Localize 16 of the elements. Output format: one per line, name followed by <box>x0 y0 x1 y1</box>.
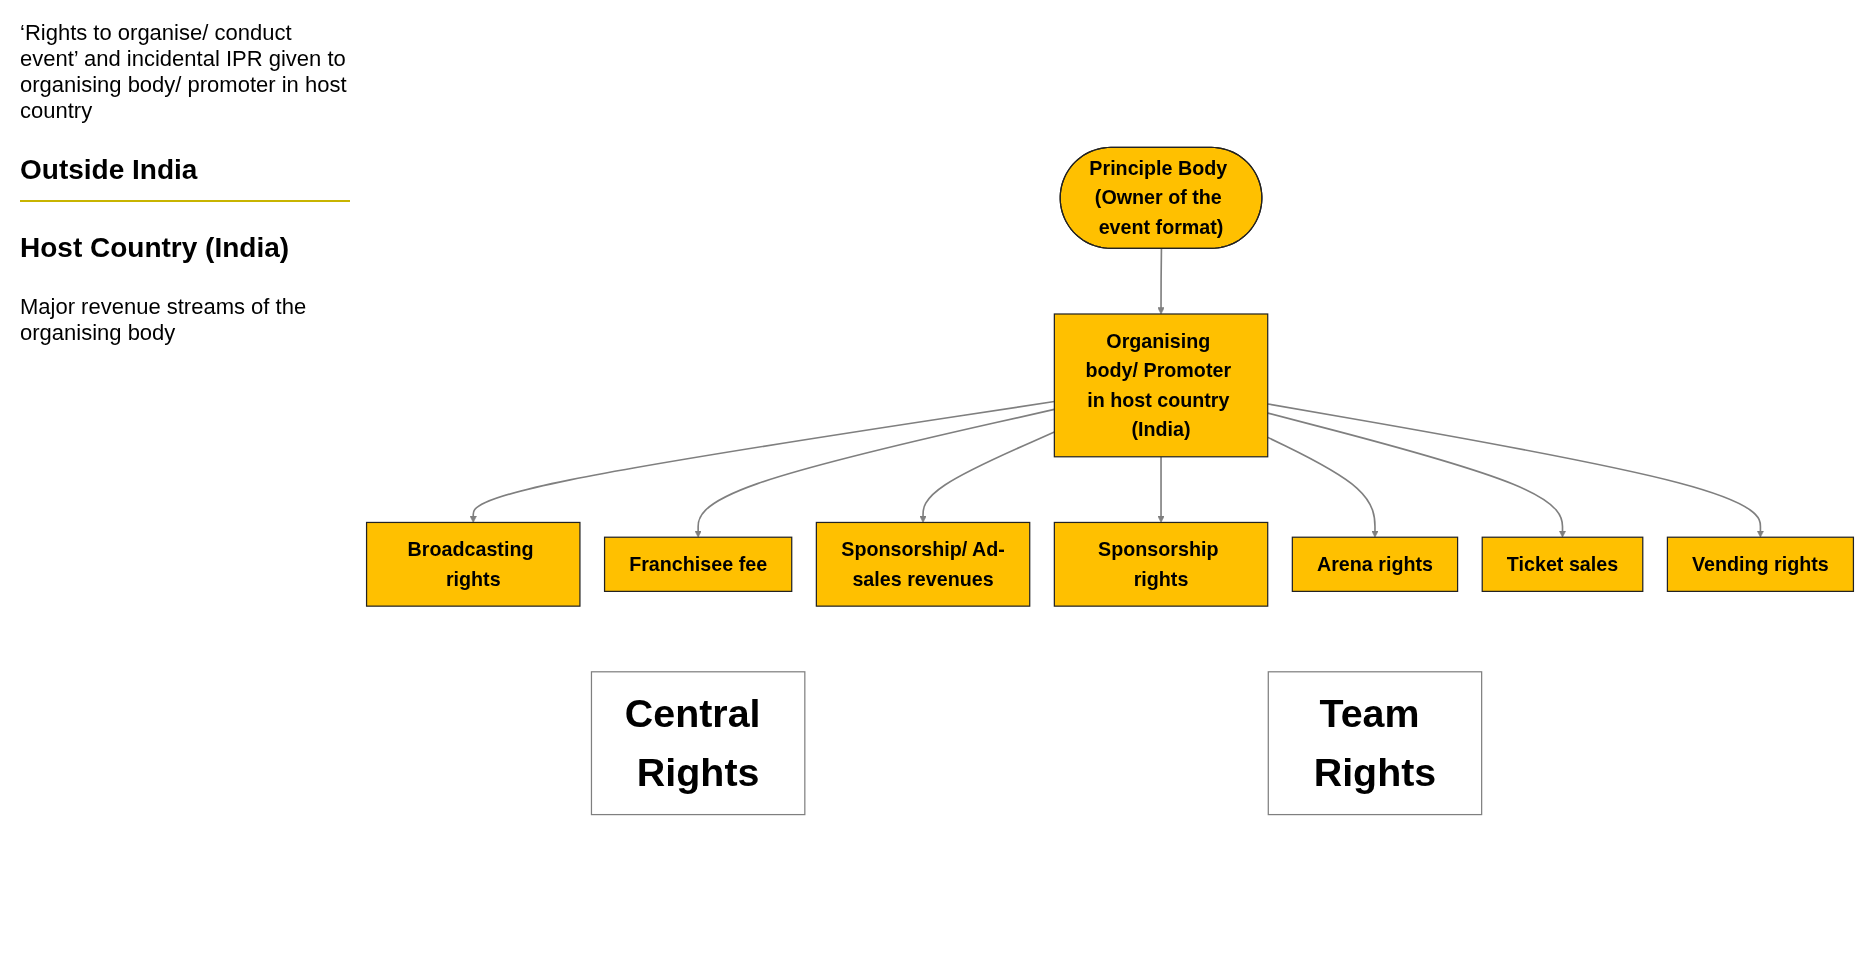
node-box: Arena rights <box>1291 536 1459 592</box>
node-box: Ticket sales <box>1481 536 1644 592</box>
node-box: Vending rights <box>1666 536 1855 592</box>
node-box: Broadcasting rights <box>365 521 581 607</box>
arrow <box>1157 455 1165 523</box>
node-box: Franchisee fee <box>603 536 793 592</box>
region-label: Outside India <box>20 154 199 186</box>
arrow <box>1157 247 1165 315</box>
region-label: Host Country (India) <box>20 232 291 264</box>
node-box: Central Rights <box>590 671 806 816</box>
note-text: Major revenue streams of the organising body <box>20 294 308 346</box>
node-box: Sponsorship/ Ad-sales revenues <box>815 521 1031 607</box>
node-box: Sponsorship rights <box>1053 521 1269 607</box>
node-box: Team Rights <box>1267 671 1483 816</box>
note-text: ‘Rights to organise/ conduct event’ and incidental IPR given to organising body/ promoter in host country <box>20 20 348 124</box>
node-box: Organising body/ Promoter in host country (India) <box>1053 313 1269 458</box>
